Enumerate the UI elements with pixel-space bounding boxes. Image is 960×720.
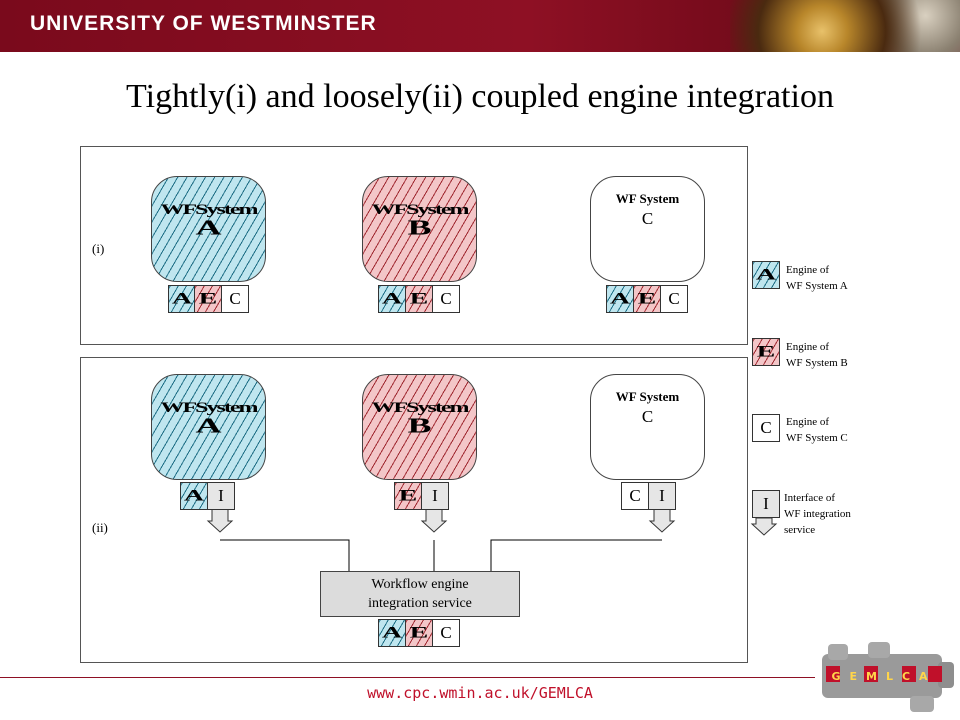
slide-title: Tightly(i) and loosely(ii) coupled engin… <box>126 78 834 115</box>
engine-c: C <box>221 285 249 313</box>
university-name: UNIVERSITY OF WESTMINSTER <box>30 12 377 35</box>
engine-a: A <box>606 285 634 313</box>
gemlca-puzzle-logo: GEMLCA <box>822 642 954 712</box>
engine-a: A <box>180 482 208 510</box>
engine-b: E <box>394 482 422 510</box>
engine-a: A <box>168 285 196 313</box>
service-line2: integration service <box>368 596 472 611</box>
legend-engine-c-swatch: C <box>752 414 780 442</box>
legend-interface-swatch: I <box>752 490 780 518</box>
engine-c: C <box>432 285 460 313</box>
engine-b: E <box>194 285 222 313</box>
legend-engine-a-swatch: A <box>752 261 780 289</box>
footer-url-link[interactable]: www.cpc.wmin.ac.uk/GEMLCA <box>367 684 593 702</box>
svg-text:GEMLCA: GEMLCA <box>831 670 936 683</box>
engine-b: E <box>633 285 661 313</box>
header-banner: UNIVERSITY OF WESTMINSTER <box>0 0 960 52</box>
banner-photo <box>730 0 960 52</box>
engine-b: E <box>405 619 433 647</box>
service-line1: Workflow engine <box>371 577 469 592</box>
panel-marker-i: (i) <box>92 241 105 256</box>
integration-service-box: Workflow engine integration service <box>320 571 520 617</box>
legend-engine-b-swatch: E <box>752 338 780 366</box>
engine-c: C <box>621 482 649 510</box>
panel-marker-ii: (ii) <box>92 520 108 535</box>
engine-a: A <box>378 285 406 313</box>
interface-box: I <box>421 482 449 510</box>
engine-b: E <box>405 285 433 313</box>
interface-box: I <box>207 482 235 510</box>
engine-a: A <box>378 619 406 647</box>
engine-c: C <box>432 619 460 647</box>
footer-divider <box>0 677 815 678</box>
engine-c: C <box>660 285 688 313</box>
interface-box: I <box>648 482 676 510</box>
